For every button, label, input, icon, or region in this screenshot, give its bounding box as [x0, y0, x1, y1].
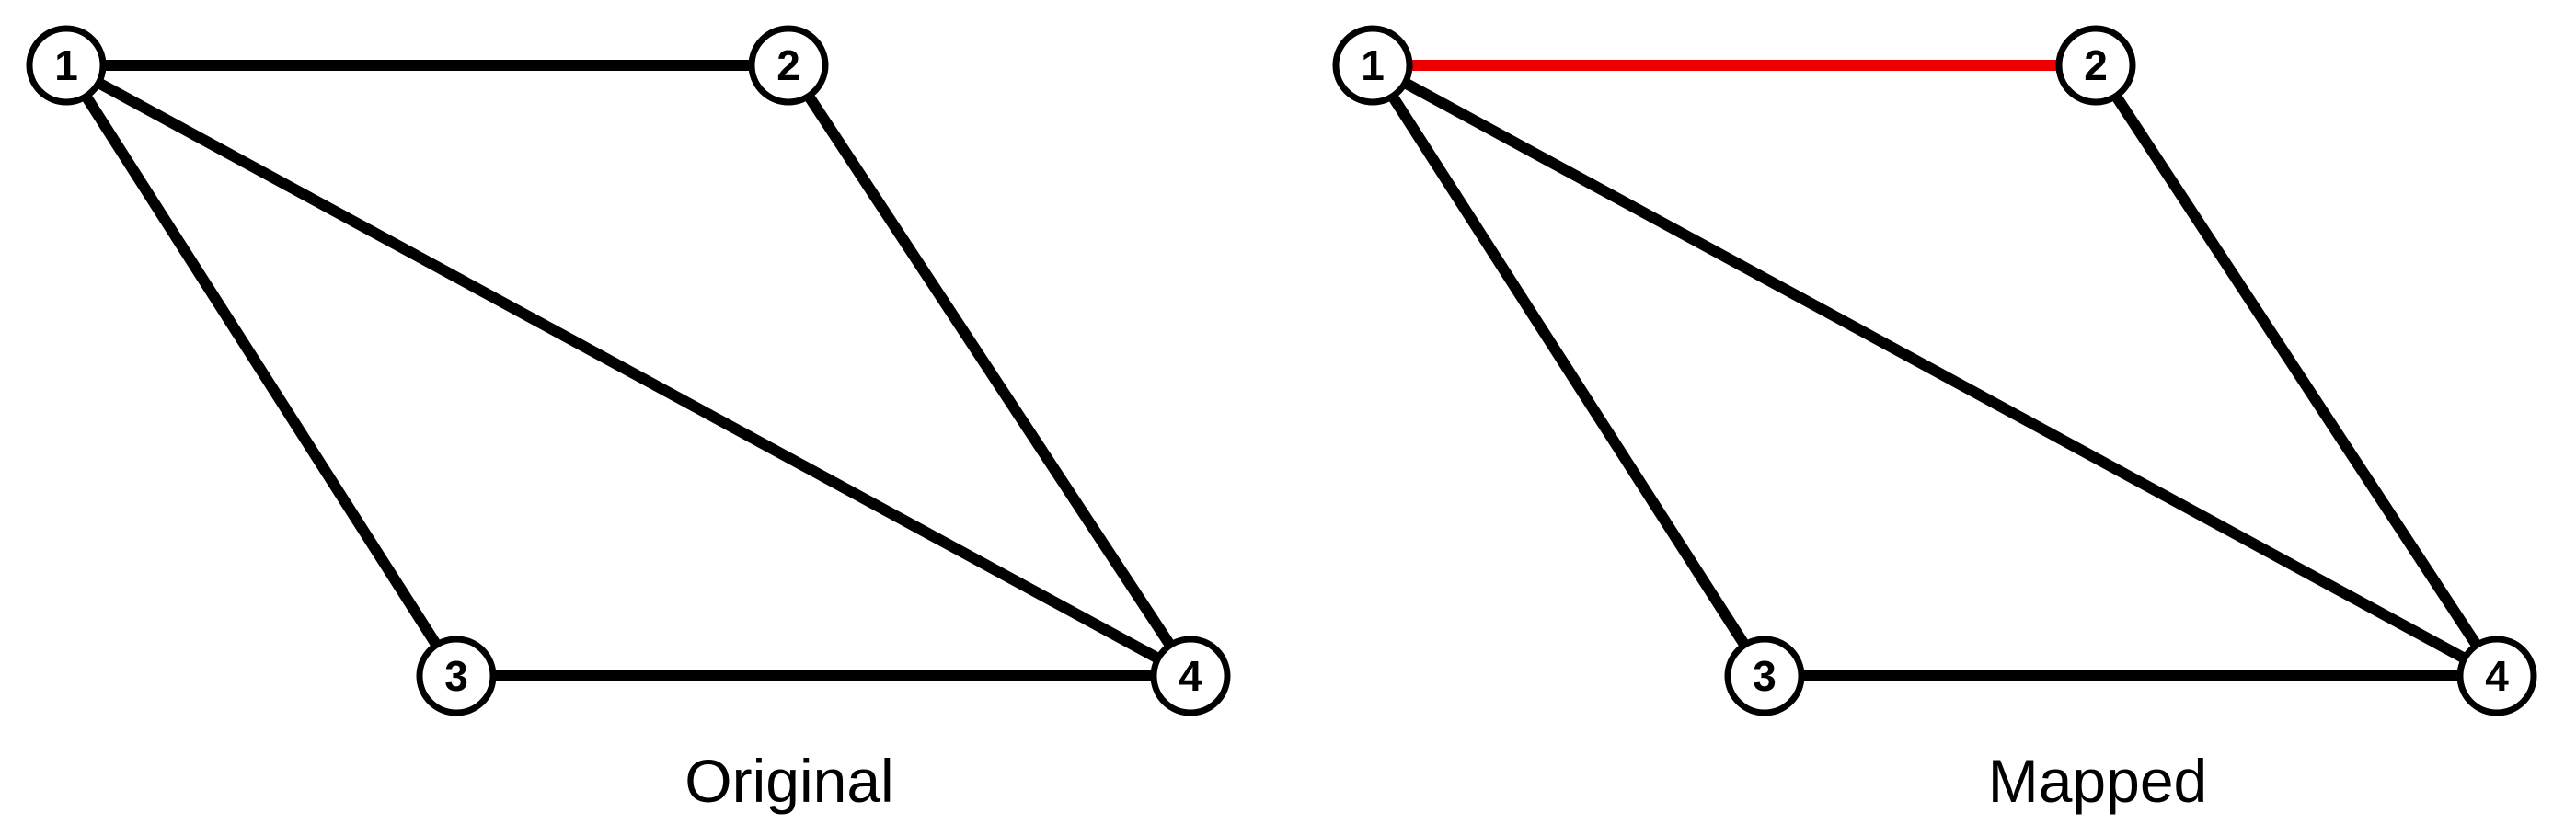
original-node-1: 1 [26, 25, 107, 106]
original-node-circle-4 [1150, 636, 1231, 716]
mapped-node-circle-4 [2456, 636, 2537, 716]
original-nodes: 1 2 3 4 [26, 25, 1231, 716]
mapped-node-circle-2 [2055, 25, 2136, 106]
original-node-label-4: 4 [1179, 652, 1202, 700]
mapped-node-label-4: 4 [2485, 652, 2509, 700]
original-node-circle-3 [416, 636, 497, 716]
mapped-node-circle-3 [1724, 636, 1805, 716]
original-node-circle-1 [26, 25, 107, 106]
original-node-2: 2 [748, 25, 829, 106]
mapped-edge-1-4 [1370, 60, 2500, 681]
original-node-4: 4 [1150, 636, 1231, 716]
original-graph-panel: 1 2 3 4 Original [26, 25, 1231, 815]
mapped-node-3: 3 [1724, 636, 1805, 716]
original-edge-2-4 [783, 62, 1196, 680]
mapped-node-label-1: 1 [1361, 41, 1385, 89]
mapped-graph-panel: 1 2 3 4 Mapped [1332, 25, 2537, 815]
original-caption: Original [684, 747, 893, 815]
original-node-label-2: 2 [776, 41, 800, 89]
mapped-node-circle-1 [1332, 25, 1413, 106]
original-node-circle-2 [748, 25, 829, 106]
original-edge-1-3 [61, 62, 462, 680]
mapped-edges [1367, 60, 2502, 681]
original-node-label-3: 3 [444, 652, 468, 700]
mapped-node-label-3: 3 [1753, 652, 1777, 700]
original-node-3: 3 [416, 636, 497, 716]
original-edges [61, 60, 1196, 681]
mapped-node-2: 2 [2055, 25, 2136, 106]
mapped-caption: Mapped [1988, 747, 2208, 815]
mapped-nodes: 1 2 3 4 [1332, 25, 2537, 716]
original-node-label-1: 1 [54, 41, 78, 89]
mapped-node-label-2: 2 [2084, 41, 2108, 89]
mapped-edge-1-3 [1367, 62, 1770, 680]
mapped-edge-2-4 [2090, 62, 2502, 680]
original-edge-1-4 [63, 60, 1193, 681]
mapped-node-1: 1 [1332, 25, 1413, 106]
mapped-node-4: 4 [2456, 636, 2537, 716]
